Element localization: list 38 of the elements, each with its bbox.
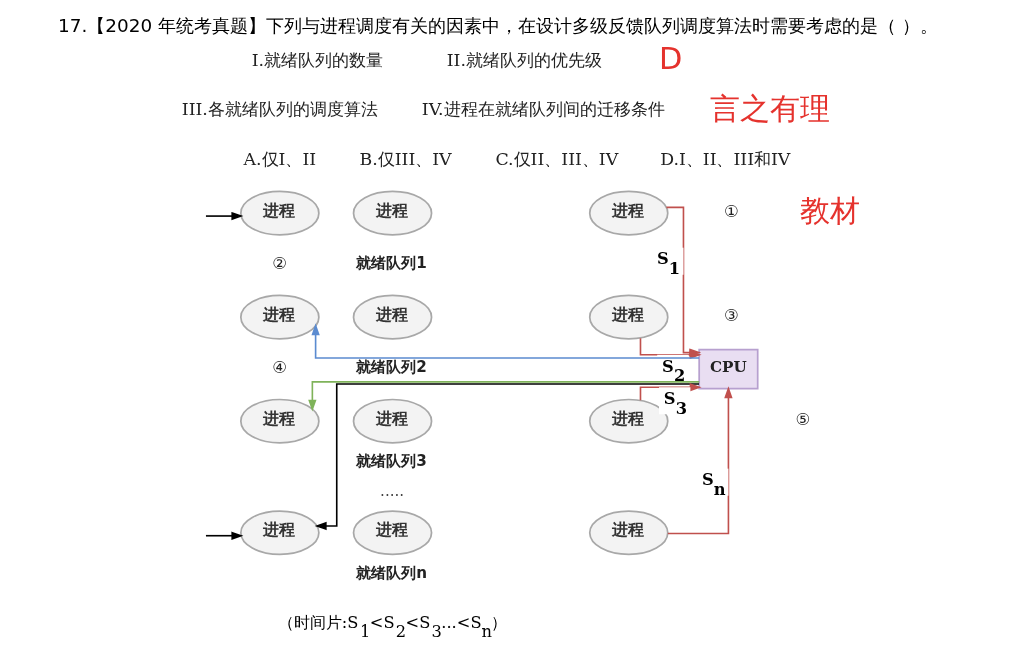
label: ..... <box>380 482 405 501</box>
node-box: CPU <box>698 348 759 390</box>
label: ① <box>724 201 739 221</box>
label: ③ <box>724 305 739 325</box>
label: ② <box>272 253 287 273</box>
node-ellipse: 进程 <box>588 190 669 236</box>
label: ④ <box>272 357 287 377</box>
label: D.I、II、III和IV <box>660 149 791 170</box>
node-ellipse: 进程 <box>352 510 433 556</box>
arrow <box>667 386 733 535</box>
label: ⑤ <box>795 409 811 429</box>
node-label: 就绪队列n <box>356 563 428 582</box>
node-ellipse: 进程 <box>352 398 433 444</box>
label: IV.进程在就绪队列间的迁移条件 <box>421 99 665 120</box>
label: 言之有理 <box>710 90 831 126</box>
diagram-title: 17.【2020 年统考真题】下列与进程调度有关的因素中，在设计多级反馈队列调度算法时需要考虑的是（ ）。 <box>58 14 938 36</box>
label: D <box>659 40 683 76</box>
node-label: 就绪队列2 <box>356 358 427 377</box>
label: 教材 <box>799 192 860 228</box>
node-ellipse: 进程 <box>352 294 433 340</box>
label: III.各就绪队列的调度算法 <box>181 99 378 120</box>
node-ellipse: 进程 <box>240 510 320 556</box>
node-label: 就绪队列1 <box>356 254 427 273</box>
arrow <box>314 383 700 531</box>
label: C.仅II、III、IV <box>495 149 619 170</box>
label: B.仅III、IV <box>359 149 452 170</box>
node-ellipse: 进程 <box>588 294 669 340</box>
label: II.就绪队列的优先级 <box>446 49 602 70</box>
arrow <box>205 531 244 540</box>
arrow <box>308 381 700 412</box>
node-label: 就绪队列3 <box>356 452 427 471</box>
node-ellipse: 进程 <box>352 190 433 236</box>
label: I.就绪队列的数量 <box>251 49 384 70</box>
arrow <box>639 383 702 402</box>
node-ellipse: 进程 <box>588 510 669 556</box>
node-ellipse: 进程 <box>240 190 320 236</box>
label: A.仅I、II <box>243 149 317 170</box>
arrow <box>205 211 244 221</box>
